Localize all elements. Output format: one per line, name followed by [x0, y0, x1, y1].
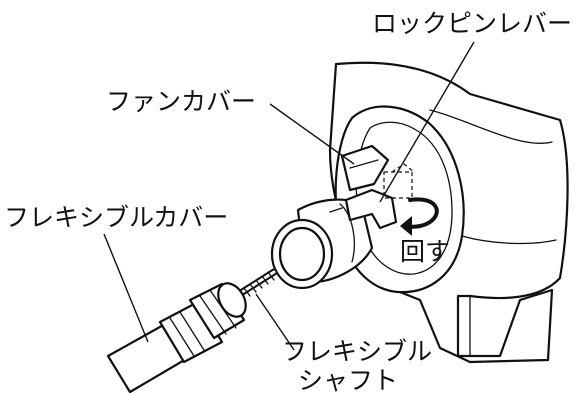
flexible-cover-part	[106, 282, 247, 394]
label-rotate: 回す	[400, 237, 450, 266]
label-fan-cover: ファンカバー	[106, 87, 256, 116]
label-flexible-shaft-line2: シャフト	[298, 366, 398, 394]
label-flexible-cover: フレキシブルカバー	[4, 203, 228, 232]
label-lock-pin-lever: ロックピンレバー	[372, 9, 572, 38]
leader-lines	[103, 41, 475, 351]
leader-lock-pin-lever	[379, 41, 475, 203]
label-flexible-shaft-line1: フレキシブル	[282, 337, 432, 366]
leader-fan-cover	[269, 103, 355, 165]
leader-flexible-shaft	[255, 293, 295, 351]
fan-cover-part	[340, 144, 390, 192]
rotate-arrow-icon	[400, 197, 439, 236]
shaft-socket	[270, 198, 374, 290]
leader-flexible-cover	[103, 233, 149, 343]
lock-pin-lever-part	[329, 163, 415, 230]
